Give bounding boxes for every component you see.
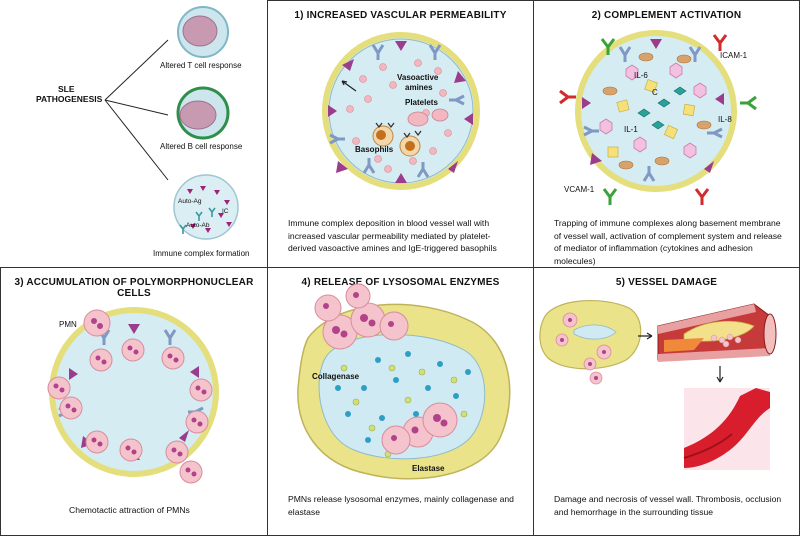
complement-diagram (559, 30, 757, 205)
vasoactive-label-1: Vasoactive (397, 73, 439, 82)
sle-title-line1: SLE (58, 84, 75, 94)
auto-ag-label: Auto-Ag (178, 198, 202, 205)
panel-4-caption: PMNs release lysosomal enzymes, mainly c… (288, 494, 514, 517)
t-cell-label: Altered T cell response (160, 61, 242, 70)
panel-4-title: 4) RELEASE OF LYSOSOMAL ENZYMES (301, 277, 500, 288)
panel-complement-activation: 2) COMPLEMENT ACTIVATION (533, 0, 800, 268)
outflow-arrow-icon (341, 80, 357, 92)
vcam-label: VCAM-1 (564, 185, 595, 194)
immune-complex-icon (173, 174, 239, 240)
b-cell-icon (176, 86, 230, 140)
panel-3-title: 3) ACCUMULATION OF POLYMORPHONUCLEAR CEL… (14, 277, 254, 299)
sle-pathogenesis-panel: SLE PATHOGENESIS Altered T cell response… (0, 0, 268, 268)
branch-line-b (104, 99, 169, 116)
panel-2-caption: Trapping of immune complexes along basem… (554, 218, 782, 266)
panel-2-title: 2) COMPLEMENT ACTIVATION (591, 10, 742, 21)
il8-label: IL-8 (718, 115, 732, 124)
immune-complex-label: Immune complex formation (153, 249, 250, 258)
pmn-accumulation-diagram (47, 307, 219, 484)
branch-line-ic (104, 99, 169, 181)
panel-5-caption: Damage and necrosis of vessel wall. Thro… (554, 494, 782, 517)
vessel-permeability-diagram (322, 32, 480, 190)
vasoactive-label-2: amines (405, 83, 433, 92)
hemorrhage-icon (683, 388, 770, 470)
icam-label: ICAM-1 (720, 51, 748, 60)
panel-lysosomal-enzymes: 4) RELEASE OF LYSOSOMAL ENZYMES (267, 267, 534, 536)
elastase-label: Elastase (412, 464, 445, 473)
platelets-label: Platelets (405, 98, 438, 107)
sle-diagram (104, 6, 239, 240)
panel-pmn-accumulation: 3) ACCUMULATION OF POLYMORPHONUCLEAR CEL… (0, 267, 268, 536)
ic-label: IC (222, 208, 229, 215)
auto-ab-label: Auto-Ab (186, 222, 210, 229)
collagenase-label: Collagenase (312, 372, 360, 381)
lysosomal-enzymes-diagram (297, 283, 511, 480)
panel-vessel-damage: 5) VESSEL DAMAGE Da (533, 267, 800, 536)
artery-plaque-icon (657, 303, 777, 362)
c-label: C (652, 88, 658, 97)
sle-title-line2: PATHOGENESIS (36, 94, 103, 104)
pmn-label: PMN (59, 320, 77, 329)
arrow-right-icon (638, 332, 653, 340)
arrow-down-icon (716, 366, 724, 383)
panel-1-caption: Immune complex deposition in blood vesse… (288, 218, 497, 253)
panel-3-caption: Chemotactic attraction of PMNs (69, 505, 190, 515)
vessel-damage-diagram (539, 300, 777, 470)
t-cell-icon (177, 6, 229, 58)
panel-vascular-permeability: 1) INCREASED VASCULAR PERMEABILITY (267, 0, 534, 268)
basophils-label: Basophils (355, 145, 394, 154)
il1-label: IL-1 (624, 125, 638, 134)
panel-1-title: 1) INCREASED VASCULAR PERMEABILITY (294, 10, 507, 21)
panel-5-title: 5) VESSEL DAMAGE (615, 277, 718, 288)
branch-line-t (104, 39, 169, 101)
il6-label: IL-6 (634, 71, 648, 80)
b-cell-label: Altered B cell response (160, 142, 243, 151)
